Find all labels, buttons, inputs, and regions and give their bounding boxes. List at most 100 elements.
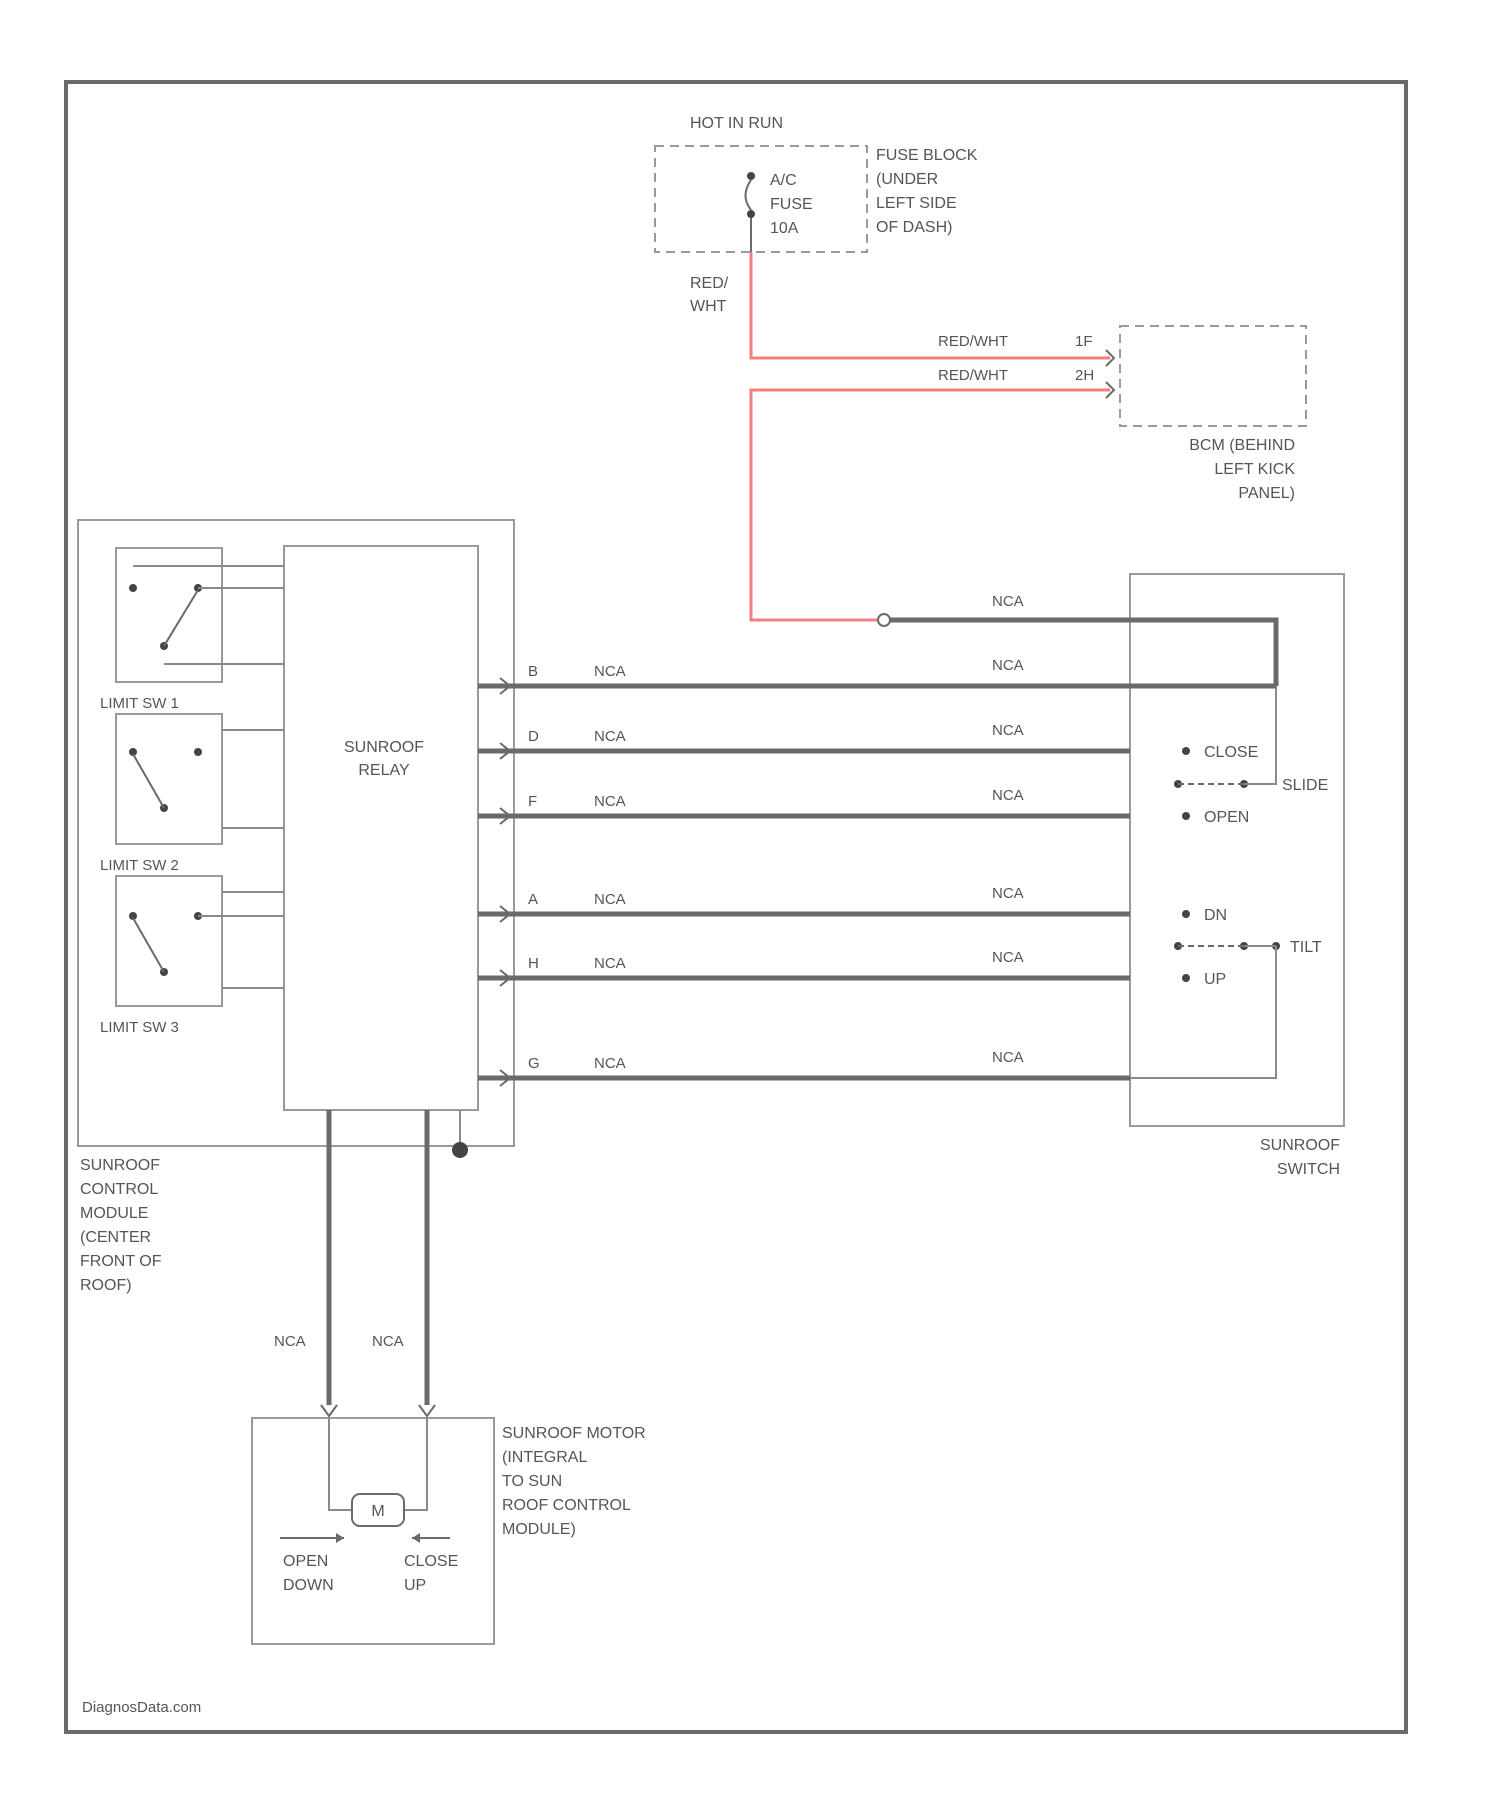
relay-label-2: RELAY [358, 762, 410, 779]
fuse-terminal-bottom [747, 210, 755, 218]
module-location-5: FRONT OF [80, 1253, 162, 1270]
bcm-wire-label-2: RED/WHT [938, 367, 1008, 384]
motor-location-4: ROOF CONTROL [502, 1497, 631, 1514]
tilt-common-lead [1130, 946, 1276, 1078]
fuse-block: HOT IN RUN A/C FUSE 10A FUSE BLOCK (UNDE… [655, 115, 978, 315]
wire-label-right-b: NCA [992, 657, 1024, 674]
motor-right-label-2: UP [404, 1577, 426, 1594]
motor-outline [252, 1418, 494, 1644]
wire-label-left-h: NCA [594, 955, 626, 972]
wire-label-right-f: NCA [992, 787, 1024, 804]
wire-label-right-a: NCA [992, 885, 1024, 902]
limit-switch-3-box [116, 876, 222, 1006]
fuse-block-header: HOT IN RUN [690, 115, 783, 132]
fuse-block-location-1: FUSE BLOCK [876, 147, 978, 164]
open-contact [1182, 812, 1190, 820]
switch-location-2: SWITCH [1277, 1161, 1340, 1178]
power-wire-bcm-to-switch [751, 390, 1110, 620]
fuse-block-outline [655, 146, 867, 252]
switch-open-label: OPEN [1204, 809, 1249, 826]
limit-switch-2-contact-b [194, 748, 202, 756]
limit-switch-1-label: LIMIT SW 1 [100, 695, 179, 712]
wire-label-left-d: NCA [594, 728, 626, 745]
limit-switch-2-blade [133, 754, 164, 808]
motor-arrow-left-head [336, 1533, 344, 1543]
limit-switch-2-box [116, 714, 222, 844]
feed-connector [878, 614, 890, 626]
limit-switch-2-label: LIMIT SW 2 [100, 857, 179, 874]
switch-up-label: UP [1204, 971, 1226, 988]
module-location-3: MODULE [80, 1205, 148, 1222]
bcm-outline [1120, 326, 1306, 426]
fuse-terminal-top [747, 172, 755, 180]
bcm-location-3: PANEL) [1238, 485, 1295, 502]
motor-location-3: TO SUN [502, 1473, 562, 1490]
switch-slide-label: SLIDE [1282, 777, 1328, 794]
fuse-block-location-3: LEFT SIDE [876, 195, 957, 212]
motor-location-5: MODULE) [502, 1521, 576, 1538]
fuse-block-location-2: (UNDER [876, 171, 938, 188]
wire-label-left-f: NCA [594, 793, 626, 810]
fuse-element [746, 180, 752, 210]
bcm-location-2: LEFT KICK [1214, 461, 1295, 478]
module-location-1: SUNROOF [80, 1157, 160, 1174]
motor-lead-right [404, 1418, 427, 1510]
motor-left-label-2: DOWN [283, 1577, 334, 1594]
motor-wire-left-label: NCA [274, 1333, 306, 1350]
fuse-line-3: 10A [770, 220, 799, 237]
sunroof-control-module: SUNROOF RELAY LIMIT SW 1 LIMIT SW 2 LIMI… [78, 520, 514, 1294]
motor-arrow-right-head [412, 1533, 420, 1543]
pin-label-b: B [528, 663, 538, 680]
motor-right-label-1: CLOSE [404, 1553, 458, 1570]
wire-label-left-g: NCA [594, 1055, 626, 1072]
bcm: RED/WHT 1F RED/WHT 2H BCM (BEHIND LEFT K… [938, 326, 1306, 502]
switch-feed-wire [890, 620, 1276, 686]
motor-symbol: M [371, 1503, 384, 1520]
wire-label-right-d: NCA [992, 722, 1024, 739]
wire-label-right-g: NCA [992, 1049, 1024, 1066]
motor-left-label-1: OPEN [283, 1553, 328, 1570]
motor-connector-left [321, 1405, 337, 1416]
ground-point [452, 1142, 468, 1158]
motor-lead-left [329, 1418, 352, 1510]
bcm-wire-label-1: RED/WHT [938, 333, 1008, 350]
bcm-pin-2: 2H [1075, 367, 1094, 384]
switch-close-label: CLOSE [1204, 744, 1258, 761]
pin-label-h: H [528, 955, 539, 972]
pin-label-g: G [528, 1055, 540, 1072]
wire-label-left-b: NCA [594, 663, 626, 680]
wire-label-right-h: NCA [992, 949, 1024, 966]
limit-switch-1-box [116, 548, 222, 682]
switch-dn-label: DN [1204, 907, 1227, 924]
bcm-location-1: BCM (BEHIND [1189, 437, 1295, 454]
fuse-line-1: A/C [770, 172, 797, 189]
pin-label-d: D [528, 728, 539, 745]
sunroof-switch-outline [1130, 574, 1344, 1126]
bcm-pin-1: 1F [1075, 333, 1093, 350]
limit-switch-1-blade [164, 590, 198, 646]
pin-label-a: A [528, 891, 538, 908]
feed-wire-label: NCA [992, 593, 1024, 610]
module-location-6: ROOF) [80, 1277, 132, 1294]
close-contact [1182, 747, 1190, 755]
fuse-wire-color-1: RED/ [690, 275, 729, 292]
slide-common-lead [1244, 686, 1276, 784]
motor-location-1: SUNROOF MOTOR [502, 1425, 646, 1442]
module-location-4: (CENTER [80, 1229, 151, 1246]
power-wire-fuse-to-bcm [751, 252, 1110, 358]
motor-connector-right [419, 1405, 435, 1416]
fuse-wire-color-2: WHT [690, 298, 727, 315]
sunroof-relay-box [284, 546, 478, 1110]
fuse-block-location-4: OF DASH) [876, 219, 952, 236]
sunroof-switch: NCA CLOSE SLIDE OPEN DN TILT UP SUNROOF … [878, 574, 1344, 1178]
module-location-2: CONTROL [80, 1181, 158, 1198]
motor-wire-right-label: NCA [372, 1333, 404, 1350]
limit-switch-3-label: LIMIT SW 3 [100, 1019, 179, 1036]
limit-switch-1-contact-a [129, 584, 137, 592]
switch-location-1: SUNROOF [1260, 1137, 1340, 1154]
pin-label-f: F [528, 793, 537, 810]
up-contact [1182, 974, 1190, 982]
motor-location-2: (INTEGRAL [502, 1449, 587, 1466]
